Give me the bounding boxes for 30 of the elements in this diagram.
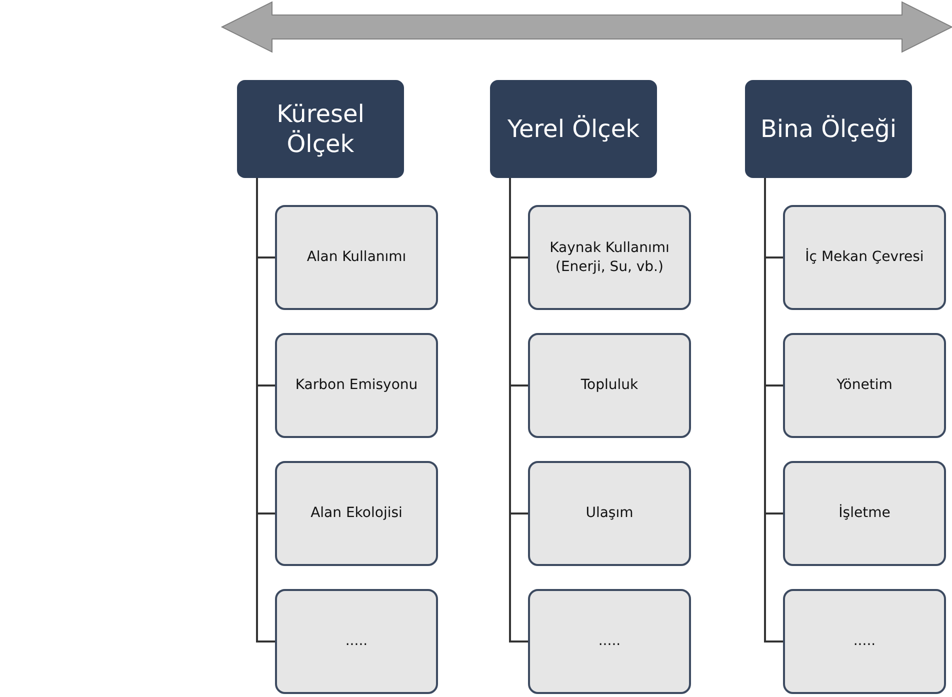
topic-box <box>275 589 438 694</box>
scale-title: Bina Ölçeği <box>760 114 897 144</box>
topic-label: Kaynak Kullanımı (Enerji, Su, vb.) <box>548 239 670 276</box>
scale-header-box <box>490 80 657 178</box>
topic-box <box>528 589 691 694</box>
topic-label: Alan Kullanımı <box>306 248 406 267</box>
topic-box <box>275 333 438 438</box>
topic-label: Karbon Emisyonu <box>295 376 418 395</box>
topic-label: Alan Ekolojisi <box>310 504 402 523</box>
topic-label: İşletme <box>838 504 890 523</box>
topic-label: ..... <box>345 632 368 651</box>
topic-label: ..... <box>598 632 621 651</box>
topic-label: Yönetim <box>836 376 892 395</box>
topic-label: ..... <box>853 632 876 651</box>
scale-header-box <box>237 80 404 178</box>
scale-header-box <box>745 80 912 178</box>
topic-label: Ulaşım <box>586 504 634 523</box>
scale-title: Yerel Ölçek <box>507 114 640 144</box>
topic-box <box>528 333 691 438</box>
topic-box <box>783 589 946 694</box>
topic-label: İç Mekan Çevresi <box>805 248 924 267</box>
topic-box <box>783 205 946 310</box>
topic-box <box>275 205 438 310</box>
topic-box <box>528 461 691 566</box>
scale-title: Küresel Ölçek <box>276 99 366 159</box>
topic-box <box>275 461 438 566</box>
topic-label: Topluluk <box>580 376 638 395</box>
topic-box <box>528 205 691 310</box>
topic-box <box>783 333 946 438</box>
topic-box <box>783 461 946 566</box>
